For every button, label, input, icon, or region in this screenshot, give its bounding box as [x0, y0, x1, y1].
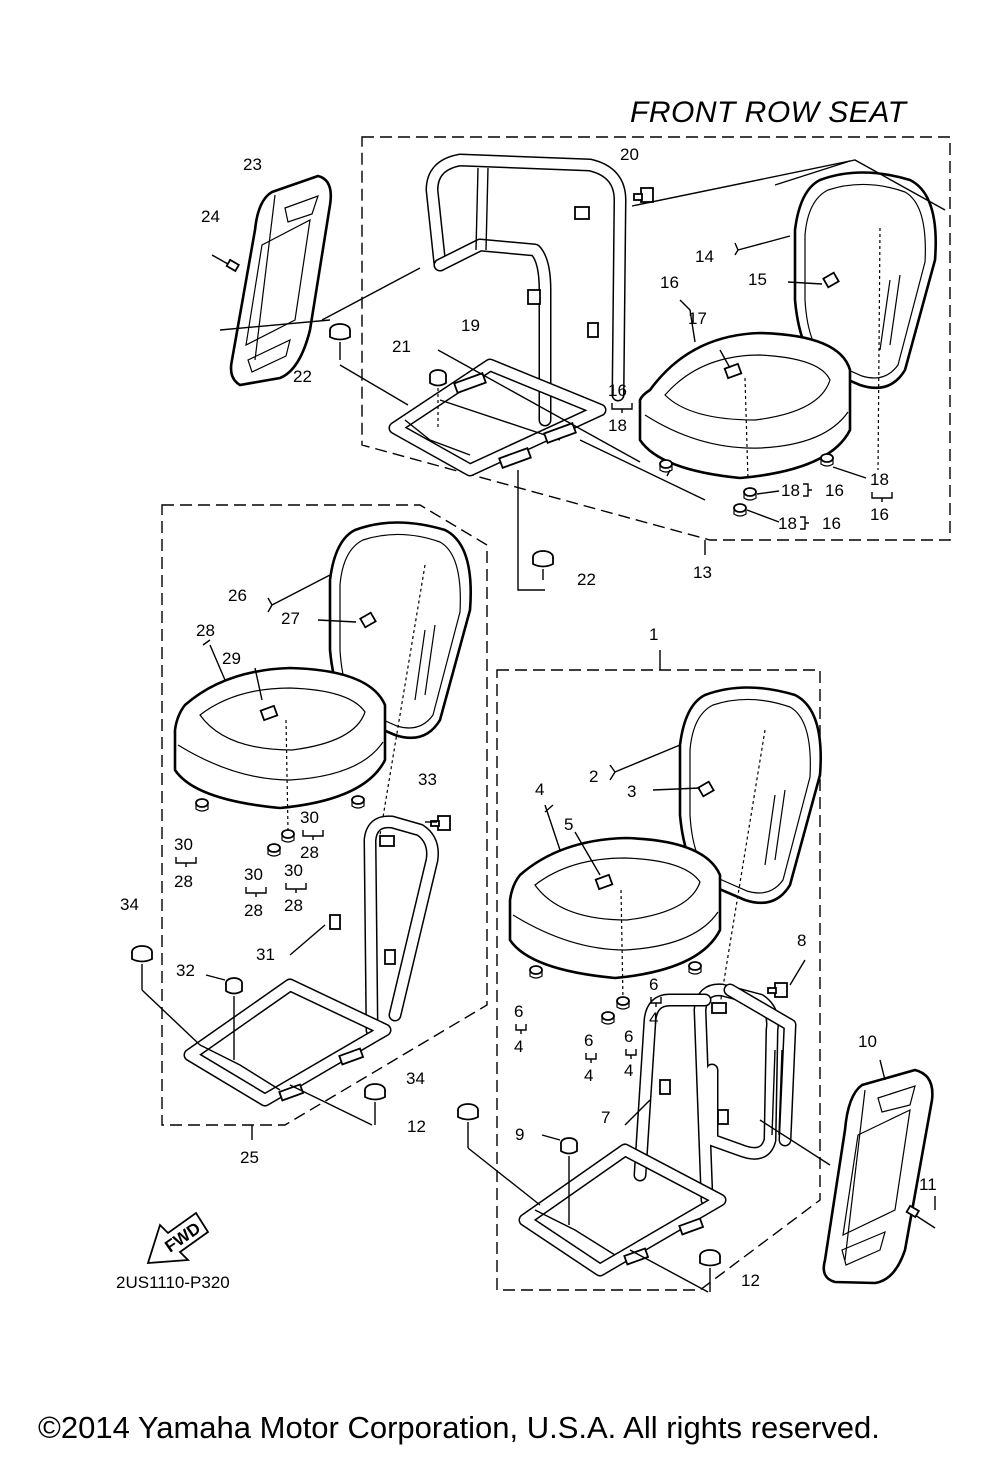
- callout-18-a: 18: [781, 481, 800, 500]
- seat-frame-19: [388, 153, 627, 477]
- callout-2: 2: [589, 767, 598, 786]
- diagram-code: 2US1110-P320: [116, 1273, 230, 1292]
- seat-frame-7: [518, 983, 797, 1277]
- callout-20: 20: [620, 145, 639, 164]
- screw-24: [211, 254, 241, 273]
- grommets-30: [195, 795, 365, 857]
- callout-6-c: 6: [584, 1031, 593, 1050]
- callout-27: 27: [281, 609, 300, 628]
- bolt-34-upper: [131, 945, 153, 990]
- callout-16-a: 16: [825, 481, 844, 500]
- callout-21: 21: [392, 337, 411, 356]
- callout-30-c: 30: [244, 865, 263, 884]
- left-leader-lines: [141, 574, 437, 1140]
- callout-12-upper: 12: [407, 1117, 426, 1136]
- callout-30-b: 30: [174, 835, 193, 854]
- callout-28-c: 28: [244, 901, 263, 920]
- right-leader-lines: [467, 650, 936, 1293]
- bolt-34-lower: [364, 1083, 386, 1125]
- copyright-notice: ©2014 Yamaha Motor Corporation, U.S.A. A…: [38, 1410, 880, 1445]
- callout-3: 3: [627, 782, 636, 801]
- callout-19: 19: [461, 316, 480, 335]
- screw-11: [905, 1204, 936, 1229]
- diagram-title: FRONT ROW SEAT: [630, 96, 907, 129]
- callout-10: 10: [858, 1032, 877, 1051]
- callout-9: 9: [515, 1125, 524, 1144]
- backrest-2: [678, 686, 822, 1006]
- callout-32: 32: [176, 961, 195, 980]
- bolt-22-lower: [532, 550, 554, 580]
- seat-cushion-16: [638, 331, 852, 481]
- group-boundary-1: [496, 669, 821, 1291]
- nut-21: [429, 369, 447, 428]
- callout-17: 17: [688, 309, 707, 328]
- bolt-12-lower: [699, 1249, 721, 1292]
- svg-text:4: 4: [624, 1061, 633, 1080]
- seat-cushion-4: [508, 836, 722, 1001]
- callout-8: 8: [797, 931, 806, 950]
- callout-16-mid: 16: [608, 381, 627, 400]
- callout-6-b: 6: [514, 1002, 523, 1021]
- bolt-20: [633, 187, 654, 203]
- callout-30-d: 30: [284, 861, 303, 880]
- side-panel-10: [822, 1068, 934, 1285]
- callout-6-a: 6: [649, 975, 658, 994]
- callout-labels: 20 23 24 14 15 16 17 19 21 22 16 18 18 1…: [120, 145, 937, 1290]
- callout-23: 23: [243, 155, 262, 174]
- callout-33: 33: [418, 770, 437, 789]
- bolt-12-upper: [457, 1103, 479, 1148]
- backrest-14: [793, 171, 937, 471]
- grommets-18: [659, 453, 834, 517]
- callout-16-upper: 16: [660, 273, 679, 292]
- callout-7: 7: [601, 1108, 610, 1127]
- callout-22-lower: 22: [577, 570, 596, 589]
- upper-leader-lines: [219, 159, 946, 591]
- callout-15: 15: [748, 270, 767, 289]
- fwd-arrow-icon: FWD: [146, 1211, 210, 1264]
- nut-32: [225, 977, 243, 1060]
- callout-12-lower: 12: [741, 1271, 760, 1290]
- callout-4-b: 4: [514, 1037, 523, 1056]
- callout-5: 5: [564, 815, 573, 834]
- callout-14: 14: [695, 247, 714, 266]
- callout-28-a: 28: [300, 843, 319, 862]
- callout-22-upper: 22: [293, 367, 312, 386]
- seat-cushion-28: [173, 666, 387, 831]
- callout-25: 25: [240, 1148, 259, 1167]
- callout-4-top: 4: [535, 780, 544, 799]
- callout-31: 31: [256, 945, 275, 964]
- side-panel-23: [229, 174, 333, 387]
- callout-16-b: 16: [822, 514, 841, 533]
- group-boundary-13: [361, 136, 951, 541]
- callout-11: 11: [919, 1175, 937, 1194]
- grommets-6: [529, 961, 702, 1025]
- callout-18-b: 18: [778, 514, 797, 533]
- callout-29: 29: [222, 649, 241, 668]
- callout-6-d: 6: [624, 1027, 633, 1046]
- callout-28-d: 28: [284, 896, 303, 915]
- callout-28-top: 28: [196, 621, 215, 640]
- callout-18-right: 18: [870, 470, 889, 489]
- callout-30-a: 30: [300, 808, 319, 827]
- callout-4-c: 4: [584, 1066, 593, 1085]
- callout-1: 1: [649, 625, 658, 644]
- callout-16-right: 16: [870, 505, 889, 524]
- callout-24: 24: [201, 207, 220, 226]
- bolt-33: [430, 815, 451, 831]
- callout-13: 13: [693, 563, 712, 582]
- nut-9: [560, 1137, 578, 1225]
- callout-26: 26: [228, 586, 247, 605]
- callout-18-mid: 18: [608, 416, 627, 435]
- group-boundary-25: [161, 504, 488, 1126]
- callout-34-lower: 34: [406, 1069, 425, 1088]
- callout-28-b: 28: [174, 872, 193, 891]
- bolt-22-upper: [329, 323, 351, 360]
- bolt-8: [767, 982, 788, 998]
- callout-34-upper: 34: [120, 895, 139, 914]
- callout-4-a: 4: [649, 1009, 658, 1028]
